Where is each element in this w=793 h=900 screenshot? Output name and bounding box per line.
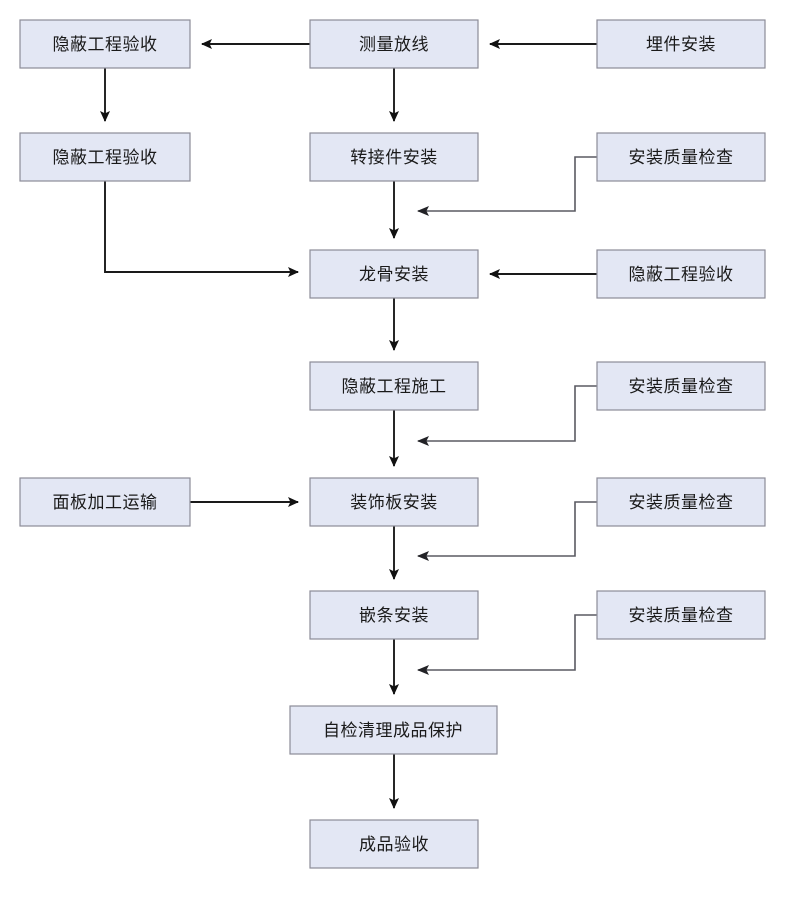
node-maijian-anzhuang[interactable]: 埋件安装 xyxy=(596,19,766,69)
node-label: 面板加工运输 xyxy=(53,493,158,513)
node-label: 测量放线 xyxy=(359,35,429,55)
node-label: 转接件安装 xyxy=(350,148,438,168)
node-zhuangshiban-anzhuang[interactable]: 装饰板安装 xyxy=(309,477,479,527)
node-label: 埋件安装 xyxy=(646,35,716,55)
edge-layer xyxy=(100,39,597,809)
node-label: 装饰板安装 xyxy=(350,493,438,513)
node-zhuanjiejian-anzhuang[interactable]: 转接件安装 xyxy=(309,132,479,182)
node-anzhuang-zhiliang-jiancha-4[interactable]: 安装质量检查 xyxy=(596,590,766,640)
edge-zhiliang1-to-trunk xyxy=(417,156,597,216)
edge-zhiliang4-to-trunk xyxy=(417,614,597,675)
node-label: 隐蔽工程施工 xyxy=(342,377,447,397)
node-label: 安装质量检查 xyxy=(629,606,734,626)
node-label: 自检清理成品保护 xyxy=(323,721,463,741)
node-qiantiao-anzhuang[interactable]: 嵌条安装 xyxy=(309,590,479,640)
node-yinbi-gongcheng-shigong[interactable]: 隐蔽工程施工 xyxy=(309,361,479,411)
node-label: 安装质量检查 xyxy=(629,493,734,513)
node-anzhuang-zhiliang-jiancha-1[interactable]: 安装质量检查 xyxy=(596,132,766,182)
node-label: 嵌条安装 xyxy=(359,606,429,626)
node-mianban-jiagong-yunshu[interactable]: 面板加工运输 xyxy=(19,477,191,527)
node-label: 安装质量检查 xyxy=(629,377,734,397)
edge-yinbi2-to-longgu xyxy=(104,181,299,277)
node-label: 隐蔽工程验收 xyxy=(53,35,158,55)
node-label: 龙骨安装 xyxy=(359,265,429,285)
node-yinbi-gongcheng-yanshou-2[interactable]: 隐蔽工程验收 xyxy=(19,132,191,182)
node-label: 安装质量检查 xyxy=(629,148,734,168)
edge-zhiliang3-to-trunk xyxy=(417,501,597,561)
node-anzhuang-zhiliang-jiancha-3[interactable]: 安装质量检查 xyxy=(596,477,766,527)
node-label: 隐蔽工程验收 xyxy=(53,148,158,168)
node-layer: 隐蔽工程验收 测量放线 埋件安装 隐蔽工程验收 转接件安装 安装质量检查 xyxy=(19,19,766,869)
node-label: 隐蔽工程验收 xyxy=(629,265,734,285)
node-label: 成品验收 xyxy=(359,835,429,855)
node-yinbi-gongcheng-yanshou-3[interactable]: 隐蔽工程验收 xyxy=(596,249,766,299)
node-zijian-qingli-chengpin-baohu[interactable]: 自检清理成品保护 xyxy=(289,705,498,755)
node-celiang-fangxian[interactable]: 测量放线 xyxy=(309,19,479,69)
node-chengpin-yanshou[interactable]: 成品验收 xyxy=(309,819,479,869)
node-anzhuang-zhiliang-jiancha-2[interactable]: 安装质量检查 xyxy=(596,361,766,411)
edge-zhiliang2-to-trunk xyxy=(417,385,597,446)
node-longgu-anzhuang[interactable]: 龙骨安装 xyxy=(309,249,479,299)
node-yinbi-gongcheng-yanshou-1[interactable]: 隐蔽工程验收 xyxy=(19,19,191,69)
